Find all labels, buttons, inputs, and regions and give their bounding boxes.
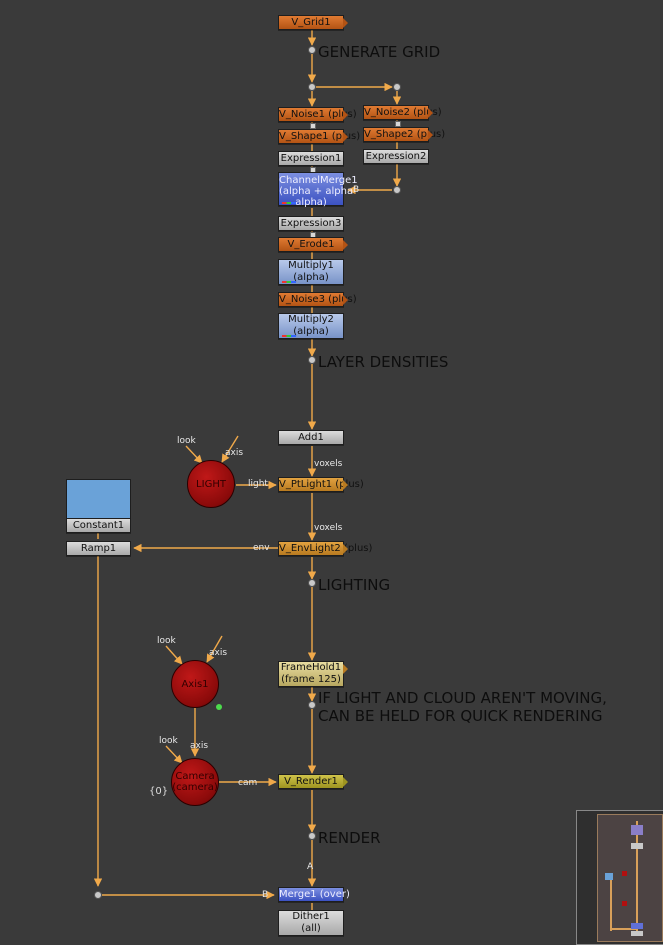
node-camera-sphere[interactable]: Camera (camera) xyxy=(171,758,219,806)
pipe-label-look-camera: look xyxy=(159,736,178,746)
node-expression1[interactable]: Expression1 xyxy=(278,151,344,166)
pipe-label-a: A xyxy=(307,862,314,872)
node-channelmerge1[interactable]: ChannelMerge1 (alpha + alpha alpha) xyxy=(278,172,358,208)
node-v-noise2[interactable]: V_Noise2 (plus) xyxy=(363,105,442,120)
sticky-render[interactable]: RENDER xyxy=(318,829,381,847)
channel-indicator xyxy=(282,335,296,337)
dot-ramp-route[interactable] xyxy=(94,891,102,899)
node-framehold1[interactable]: FrameHold1 (frame 125) xyxy=(278,661,348,687)
minimap-node-constant xyxy=(605,873,613,880)
minimap-node-mid xyxy=(631,843,643,849)
node-v-render1[interactable]: V_Render1 xyxy=(278,774,348,789)
node-dither1[interactable]: Dither1 (all) xyxy=(278,910,344,936)
pipe-label-voxels-1: voxels xyxy=(314,459,343,469)
node-v-shape1[interactable]: V_Shape1 (plus) xyxy=(278,129,361,144)
constant1-thumbnail xyxy=(66,479,131,519)
dot-merge-b[interactable] xyxy=(393,186,401,194)
multiply1-title: Multiply1 xyxy=(288,260,334,271)
multiply2-op: (alpha) xyxy=(293,326,329,337)
camera-subtitle: (camera) xyxy=(172,782,218,793)
dot-split[interactable] xyxy=(308,83,316,91)
node-axis1-sphere[interactable]: Axis1 xyxy=(171,660,219,708)
pipe-label-axis-camera: axis xyxy=(190,741,209,751)
node-v-erode1[interactable]: V_Erode1 xyxy=(278,237,348,252)
node-v-ptlight1[interactable]: V_PtLight1 (plus) xyxy=(278,477,364,492)
dither1-title: Dither1 xyxy=(292,911,330,922)
node-expression2[interactable]: Expression2 xyxy=(363,149,429,164)
sticky-layer-densities[interactable]: LAYER DENSITIES xyxy=(318,353,449,371)
node-v-envlight2[interactable]: V_EnvLight2 (plus) xyxy=(278,541,373,556)
pipe-label-look-axis: look xyxy=(157,636,176,646)
dot-render[interactable] xyxy=(308,832,316,840)
pipe-label-axis-axis: axis xyxy=(209,648,228,658)
node-constant1[interactable]: Constant1 xyxy=(66,518,131,533)
sticky-hold-note-line1[interactable]: IF LIGHT AND CLOUD AREN'T MOVING, xyxy=(318,689,607,707)
sticky-hold-note-line2[interactable]: CAN BE HELD FOR QUICK RENDERING xyxy=(318,707,603,725)
minimap-node-top xyxy=(631,825,643,835)
pipe-label-axis-light: axis xyxy=(225,448,244,458)
minimap-node-red2 xyxy=(622,901,627,906)
minimap-node-red1 xyxy=(622,871,627,876)
node-light-sphere[interactable]: LIGHT xyxy=(187,460,235,508)
dot-lighting[interactable] xyxy=(308,579,316,587)
minimap-link xyxy=(610,928,638,930)
node-expression3[interactable]: Expression3 xyxy=(278,216,344,231)
light-title: LIGHT xyxy=(196,478,226,490)
pipe-label-env: env xyxy=(253,543,270,553)
node-merge1[interactable]: Merge1 (over) xyxy=(278,887,350,902)
node-v-noise3[interactable]: V_Noise3 (plus) xyxy=(278,292,357,307)
dot-hold[interactable] xyxy=(308,701,316,709)
pipe-label-cam: cam xyxy=(238,778,258,788)
node-multiply2[interactable]: Multiply2 (alpha) xyxy=(278,313,344,339)
sticky-generate-grid[interactable]: GENERATE GRID xyxy=(318,43,441,61)
camera-title: Camera xyxy=(175,771,215,782)
framehold1-title: FrameHold1 xyxy=(280,662,342,673)
dot-grid-out[interactable] xyxy=(308,46,316,54)
minimap-node-end xyxy=(631,931,643,936)
node-graph-minimap[interactable] xyxy=(576,810,663,945)
pipe-label-light: light xyxy=(248,479,268,489)
channel-indicator xyxy=(282,281,296,283)
dot-densities[interactable] xyxy=(308,356,316,364)
multiply2-title: Multiply2 xyxy=(288,314,334,325)
node-v-grid1[interactable]: V_Grid1 xyxy=(278,15,348,30)
dither1-channels: (all) xyxy=(301,923,321,934)
mask-input-1[interactable] xyxy=(310,123,316,129)
minimap-viewport[interactable] xyxy=(597,814,663,942)
dot-branch[interactable] xyxy=(393,83,401,91)
minimap-node-bottom xyxy=(631,923,643,929)
camera-frame-label: {0} xyxy=(149,786,169,797)
channelmerge1-op2: alpha) xyxy=(295,197,327,208)
node-v-noise1[interactable]: V_Noise1 (plus) xyxy=(278,107,357,122)
minimap-branch xyxy=(610,873,612,931)
channelmerge1-title: ChannelMerge1 xyxy=(279,175,358,186)
node-multiply1[interactable]: Multiply1 (alpha) xyxy=(278,259,344,285)
sticky-lighting[interactable]: LIGHTING xyxy=(318,576,391,594)
pipe-label-b: B xyxy=(353,185,360,195)
selection-indicator xyxy=(216,704,222,710)
pipe-label-b-merge: B xyxy=(262,890,269,900)
channel-indicator xyxy=(282,202,296,204)
node-add1[interactable]: Add1 xyxy=(278,430,344,445)
node-ramp1[interactable]: Ramp1 xyxy=(66,541,131,556)
multiply1-op: (alpha) xyxy=(293,272,329,283)
node-v-shape2[interactable]: V_Shape2 (plus) xyxy=(363,127,446,142)
mask-input-2[interactable] xyxy=(395,121,401,127)
framehold1-frame: (frame 125) xyxy=(281,674,341,685)
channelmerge1-op: (alpha + alpha xyxy=(279,186,354,197)
pipe-label-look-light: look xyxy=(177,436,196,446)
axis1-title: Axis1 xyxy=(181,678,209,690)
minimap-trunk xyxy=(636,821,638,936)
pipe-label-voxels-2: voxels xyxy=(314,523,343,533)
